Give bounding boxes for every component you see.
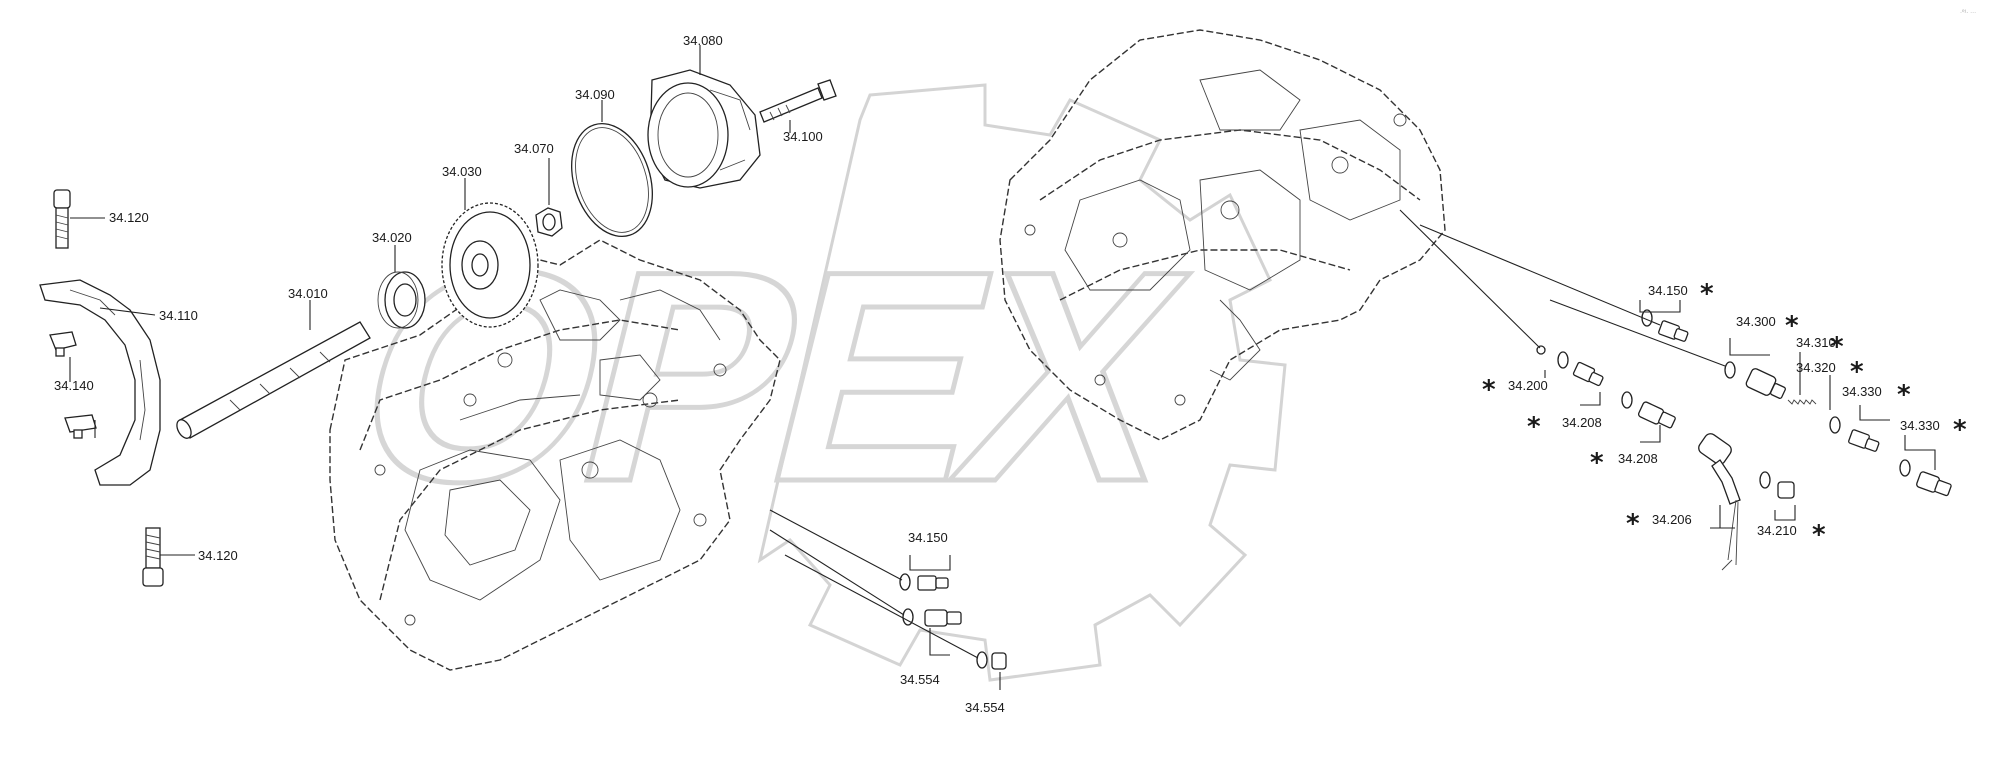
label-34020: 34.020 [372, 230, 412, 245]
sensor-34150-left [899, 573, 949, 591]
label-34010: 34.010 [288, 286, 328, 301]
label-34330-a: 34.330 [1842, 384, 1882, 399]
label-34200: 34.200 [1508, 378, 1548, 393]
spring-34320 [1787, 399, 1817, 405]
asterisk-34210: * [1812, 520, 1826, 550]
label-34320: 34.320 [1796, 360, 1836, 375]
label-34070: 34.070 [514, 141, 554, 156]
asterisk-34150: * [1700, 279, 1714, 309]
fork-pad-lower [64, 414, 97, 439]
label-34080: 34.080 [683, 33, 723, 48]
shift-fork [39, 279, 161, 486]
transmission-housing-right [999, 29, 1446, 441]
asterisk-34320: * [1850, 357, 1864, 387]
sensor-34206 [1698, 433, 1741, 571]
ball-34200 [1536, 345, 1546, 355]
o-ring [571, 122, 653, 238]
asterisk-34330-b: * [1953, 415, 1967, 445]
label-34140: 34.140 [54, 378, 94, 393]
sensor-34208-b [1621, 391, 1676, 429]
label-34554-right: 34.554 [965, 700, 1005, 715]
asterisk-34310: * [1830, 332, 1844, 362]
sensor-34300 [1724, 361, 1786, 399]
sensor-34330-b [1899, 459, 1952, 497]
label-34210: 34.210 [1757, 523, 1797, 538]
part-labels: 34.080 34.090 34.100 34.070 34.030 34.02… [54, 33, 1940, 715]
label-34310: 34.310 [1796, 335, 1836, 350]
asterisk-34208-b: * [1590, 448, 1604, 478]
bolt-lower [142, 527, 164, 587]
sensor-34330-a [1829, 416, 1880, 452]
label-34330-b: 34.330 [1900, 418, 1940, 433]
asterisk-markers: * * * * * * * * * * * [1482, 279, 1967, 550]
label-34100: 34.100 [783, 129, 823, 144]
leader-lines [69, 45, 1936, 690]
sensor-34150-right [1641, 309, 1689, 342]
asterisk-34208-a: * [1527, 412, 1541, 442]
label-34150-left: 34.150 [908, 530, 948, 545]
label-34300: 34.300 [1736, 314, 1776, 329]
corner-mark: ·⁰¹· ··· [1960, 9, 1976, 16]
asterisk-34300: * [1785, 311, 1799, 341]
plug-34554 [976, 651, 1007, 670]
seal-ring [377, 271, 426, 329]
label-34120-lower: 34.120 [198, 548, 238, 563]
cover-bolt [759, 79, 837, 123]
asterisk-34206: * [1626, 509, 1640, 539]
sensor-34554-left [902, 608, 962, 627]
label-34120-upper: 34.120 [109, 210, 149, 225]
label-34208-a: 34.208 [1562, 415, 1602, 430]
sensor-34208-a [1557, 351, 1604, 387]
label-34030: 34.030 [442, 164, 482, 179]
cover-housing [647, 69, 761, 189]
sensor-34210 [1759, 471, 1795, 499]
asterisk-34330-a: * [1897, 380, 1911, 410]
label-34150-right: 34.150 [1648, 283, 1688, 298]
bolt-upper [53, 189, 71, 249]
nut [535, 207, 563, 237]
label-34110: 34.110 [159, 308, 198, 323]
label-34090: 34.090 [575, 87, 615, 102]
shift-shaft [176, 321, 371, 439]
label-34208-b: 34.208 [1618, 451, 1658, 466]
fork-pad-upper [49, 331, 77, 357]
gear-wheel [441, 202, 539, 328]
label-34554-left: 34.554 [900, 672, 940, 687]
label-34206: 34.206 [1652, 512, 1692, 527]
asterisk-34200: * [1482, 375, 1496, 405]
